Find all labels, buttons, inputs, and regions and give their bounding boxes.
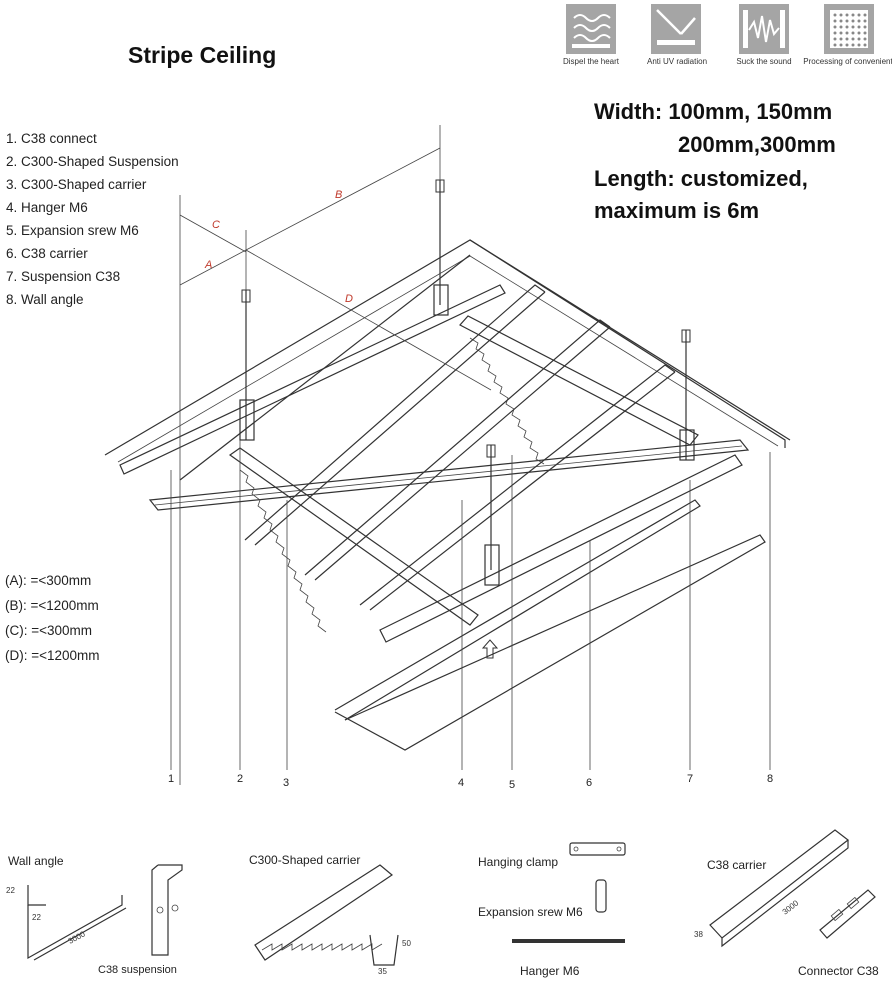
part-label-c300-carrier: C300-Shaped carrier — [249, 853, 361, 867]
callout-7: 7 — [687, 773, 694, 785]
part-label-hanging-clamp: Hanging clamp — [478, 855, 559, 869]
legend-item: 8. Wall angle — [6, 292, 84, 307]
feature-label-sound: Suck the sound — [736, 57, 792, 66]
svg-text:38: 38 — [694, 930, 703, 939]
part-label-hanger: Hanger M6 — [520, 964, 580, 978]
callout-2: 2 — [237, 773, 244, 785]
suspension-clips — [239, 284, 695, 586]
legend-item: 1. C38 connect — [6, 131, 97, 146]
legend-item: 5. Expansion srew M6 — [6, 223, 139, 238]
svg-text:3000: 3000 — [781, 898, 801, 916]
spec-length-line1: Length: customized, — [594, 166, 808, 191]
dimension-item: (A): =<300mm — [5, 573, 92, 588]
wall-angle — [469, 239, 786, 448]
feature-icon-grid — [824, 4, 874, 59]
svg-text:35: 35 — [378, 967, 387, 976]
hanging-clamp-drawing — [569, 842, 626, 856]
ceiling-plane-inner — [117, 255, 779, 463]
c300-carrier-left — [228, 447, 479, 633]
legend-item: 3. C300-Shaped carrier — [6, 177, 147, 192]
feature-icon-uv — [651, 4, 701, 59]
feature-label-grid: Processing of convenient — [803, 57, 892, 66]
c38-suspension-drawing — [151, 864, 183, 956]
part-label-c38-carrier: C38 carrier — [707, 858, 767, 872]
callout-8: 8 — [767, 773, 774, 785]
part-label-connector: Connector C38 — [798, 964, 879, 978]
callout-6: 6 — [586, 777, 593, 789]
c38-carrier-drawing: 38 3000 — [694, 829, 849, 948]
svg-text:50: 50 — [402, 939, 411, 948]
dim-letter-a: A — [204, 259, 212, 271]
dimension-lines — [179, 125, 492, 785]
legend-item: 2. C300-Shaped Suspension — [6, 154, 179, 169]
spec-width-line1: Width: 100mm, 150mm — [594, 99, 833, 124]
feature-label-heat: Dispel the heart — [562, 57, 620, 66]
parts-legend: 1. C38 connect 2. C300-Shaped Suspension… — [6, 127, 179, 311]
dim-letter-d: D — [345, 293, 353, 305]
dimension-item: (D): =<1200mm — [5, 648, 100, 663]
dim-letter-b: B — [335, 189, 342, 201]
part-label-c38-suspension: C38 suspension — [98, 964, 177, 976]
svg-text:22: 22 — [6, 886, 15, 895]
dim-letter-c: C — [212, 219, 220, 231]
wall-angle-drawing: 22 22 3000 — [6, 885, 127, 961]
part-label-wall-angle: Wall angle — [8, 854, 64, 868]
spec-length-line2: maximum is 6m — [594, 198, 760, 223]
spec-width-line2: 200mm,300mm — [678, 132, 836, 157]
callout-4: 4 — [458, 777, 465, 789]
uv-shield-icon — [651, 4, 701, 54]
hanger-rods — [241, 179, 691, 570]
part-label-expansion-screw: Expansion srew M6 — [478, 905, 583, 919]
upward-arrow-icon — [481, 639, 499, 659]
feature-icon-sound — [739, 4, 789, 59]
sound-wave-icon — [739, 4, 789, 54]
legend-item: 7. Suspension C38 — [6, 269, 121, 284]
callout-1: 1 — [168, 773, 175, 785]
grid-perforation-icon — [824, 4, 874, 54]
page-title: Stripe Ceiling — [128, 42, 277, 68]
dimension-limits: (A): =<300mm (B): =<1200mm (C): =<300mm … — [5, 568, 100, 668]
callout-5: 5 — [509, 779, 516, 791]
expansion-screw-drawing — [595, 879, 607, 913]
dimension-item: (B): =<1200mm — [5, 598, 99, 613]
callout-leaders — [170, 440, 771, 770]
callout-3: 3 — [283, 777, 290, 789]
feature-label-uv: Anti UV radiation — [646, 57, 708, 66]
wave-heat-icon — [566, 4, 616, 54]
dimension-item: (C): =<300mm — [5, 623, 93, 638]
legend-item: 6. C38 carrier — [6, 246, 88, 261]
connector-c38-drawing — [819, 889, 876, 939]
svg-text:22: 22 — [32, 913, 41, 922]
feature-icon-heat — [566, 4, 616, 59]
legend-item: 4. Hanger M6 — [6, 200, 88, 215]
c300-carrier-drawing: 50 35 — [254, 864, 411, 976]
